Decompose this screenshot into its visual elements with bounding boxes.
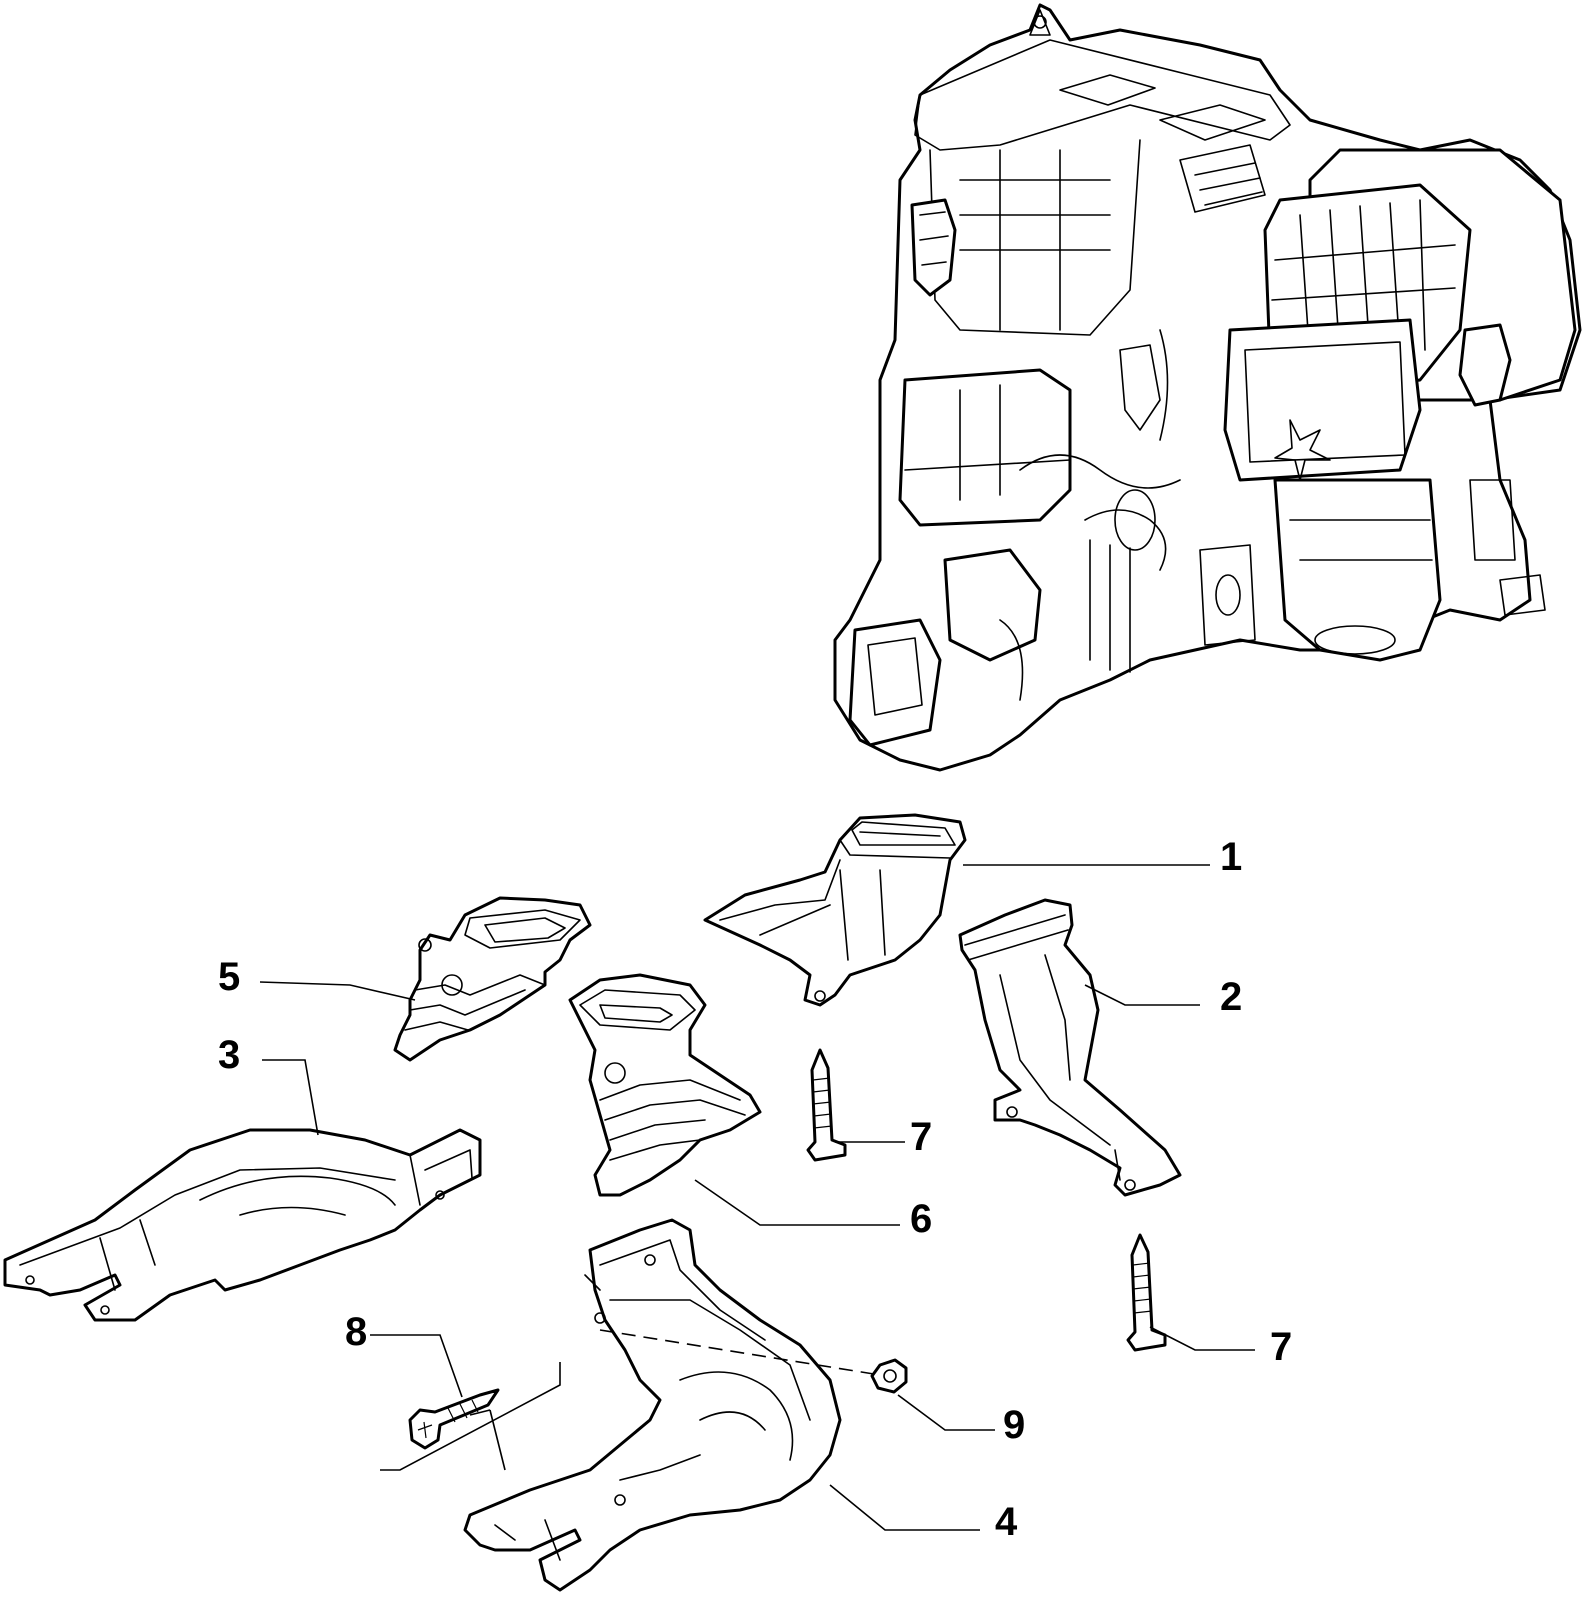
screw-8-icon xyxy=(408,1388,500,1450)
callout-9: 9 xyxy=(1003,1403,1025,1447)
callout-1: 1 xyxy=(1220,835,1242,879)
screw-7b-icon xyxy=(1126,1233,1167,1352)
callout-8: 8 xyxy=(345,1310,367,1354)
duct-2-icon xyxy=(958,898,1182,1197)
callout-7a: 7 xyxy=(910,1115,932,1159)
duct-connector-5-icon xyxy=(393,896,592,1062)
callout-7b: 7 xyxy=(1270,1325,1292,1369)
hvac-unit-icon xyxy=(833,3,1582,772)
nut-9-icon xyxy=(870,1358,908,1394)
callout-3: 3 xyxy=(218,1033,240,1077)
callout-6: 6 xyxy=(910,1197,932,1241)
callout-5: 5 xyxy=(218,955,240,999)
duct-1-icon xyxy=(703,813,967,1007)
callout-2: 2 xyxy=(1220,975,1242,1019)
duct-connector-6-icon xyxy=(568,973,762,1197)
callout-4: 4 xyxy=(995,1500,1018,1544)
assembly-line xyxy=(599,1329,881,1376)
reference-bracket xyxy=(380,1362,561,1471)
floor-duct-4-icon xyxy=(463,1218,842,1592)
floor-duct-3-icon xyxy=(3,1128,482,1322)
callout-labels: 1 2 3 4 5 6 7 7 8 9 xyxy=(218,835,1292,1544)
screw-7a-icon xyxy=(806,1048,847,1162)
leader-lines xyxy=(259,864,1255,1531)
